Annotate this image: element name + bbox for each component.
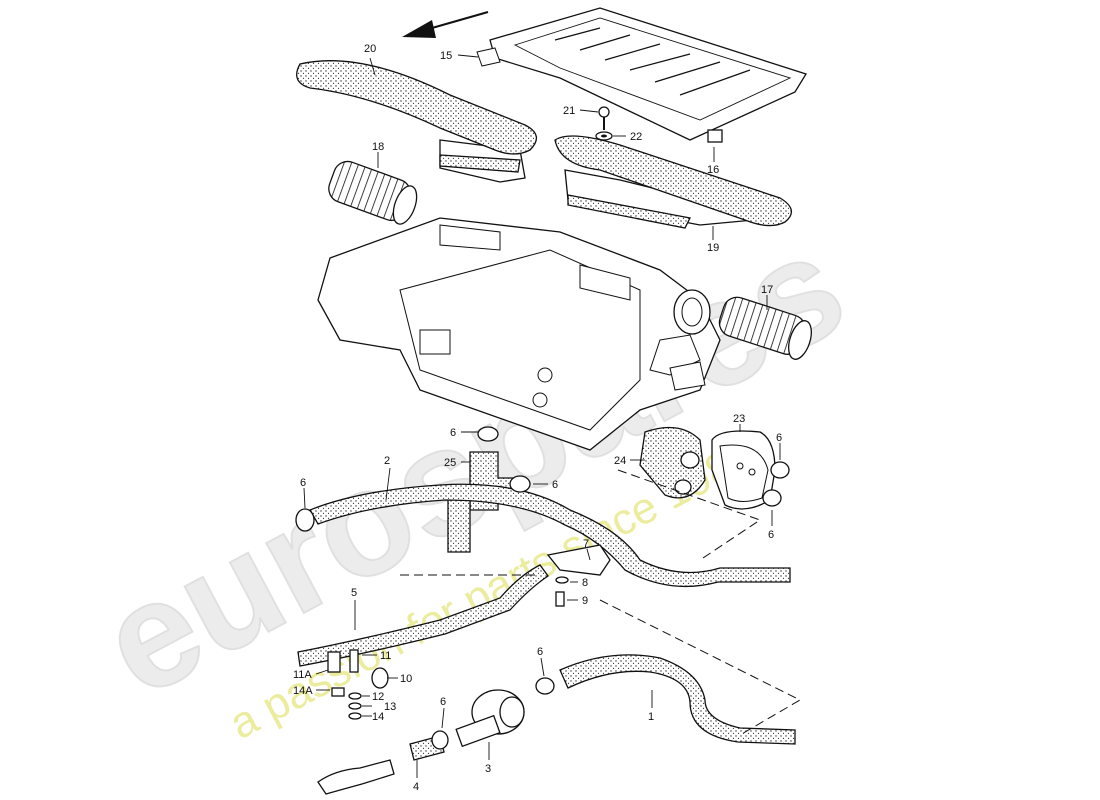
part-6-clamps — [295, 426, 790, 750]
callout-1: 1 — [648, 711, 654, 723]
part-18-bellows — [328, 160, 418, 225]
part-3-valve — [455, 689, 525, 748]
callout-3: 3 — [485, 763, 491, 775]
callout-18: 18 — [372, 141, 384, 153]
callout-6-a: 6 — [450, 427, 456, 439]
heater-housing — [317, 217, 721, 451]
callout-10: 10 — [400, 673, 412, 685]
small-hardware — [327, 576, 569, 720]
part-16-clip — [707, 129, 723, 143]
callout-labels: 20 15 21 22 16 18 19 17 6 2 25 6 6 23 24… — [293, 43, 782, 793]
part-4-elbow — [317, 759, 395, 795]
callout-22: 22 — [630, 131, 642, 143]
callout-14a: 14A — [293, 685, 313, 697]
callout-24: 24 — [614, 455, 626, 467]
part-7-bracket — [546, 544, 611, 576]
callout-6-g: 6 — [440, 696, 446, 708]
callout-7: 7 — [583, 538, 589, 550]
callout-8: 8 — [582, 577, 588, 589]
callout-6-c: 6 — [300, 477, 306, 489]
leader-lines — [303, 54, 781, 778]
callout-9: 9 — [582, 595, 588, 607]
callout-19: 19 — [707, 242, 719, 254]
callout-16: 16 — [707, 164, 719, 176]
part-2-hose — [309, 483, 791, 588]
part-20-seal-duct — [296, 60, 537, 183]
part-5-pipe — [297, 564, 549, 667]
callout-2: 2 — [384, 455, 390, 467]
part-21-screw — [598, 106, 610, 130]
callout-6-f: 6 — [537, 646, 543, 658]
assembly-lines — [400, 469, 802, 736]
callout-5: 5 — [351, 587, 357, 599]
callout-21: 21 — [563, 105, 575, 117]
part-17-bellows — [718, 296, 812, 360]
arrow-left-down-icon — [402, 11, 489, 38]
callout-23: 23 — [733, 413, 745, 425]
callout-12: 12 — [372, 691, 384, 703]
callout-11: 11 — [380, 650, 391, 662]
callout-15: 15 — [440, 50, 452, 62]
callout-6-e: 6 — [768, 529, 774, 541]
part-24-plate — [639, 426, 706, 499]
part-15-cover — [476, 7, 807, 141]
callout-6-d: 6 — [776, 432, 782, 444]
callout-20: 20 — [364, 43, 376, 55]
part-1-hose — [559, 654, 796, 745]
callout-14: 14 — [372, 711, 384, 723]
callout-6-b: 6 — [552, 479, 558, 491]
callout-17: 17 — [761, 284, 773, 296]
callout-4: 4 — [413, 781, 419, 793]
part-19-seal-duct — [554, 135, 792, 229]
part-23-gasket — [711, 430, 776, 510]
callout-13: 13 — [384, 701, 396, 713]
callout-11a: 11A — [293, 669, 312, 681]
callout-25: 25 — [444, 457, 456, 469]
part-22-washer — [595, 131, 613, 141]
